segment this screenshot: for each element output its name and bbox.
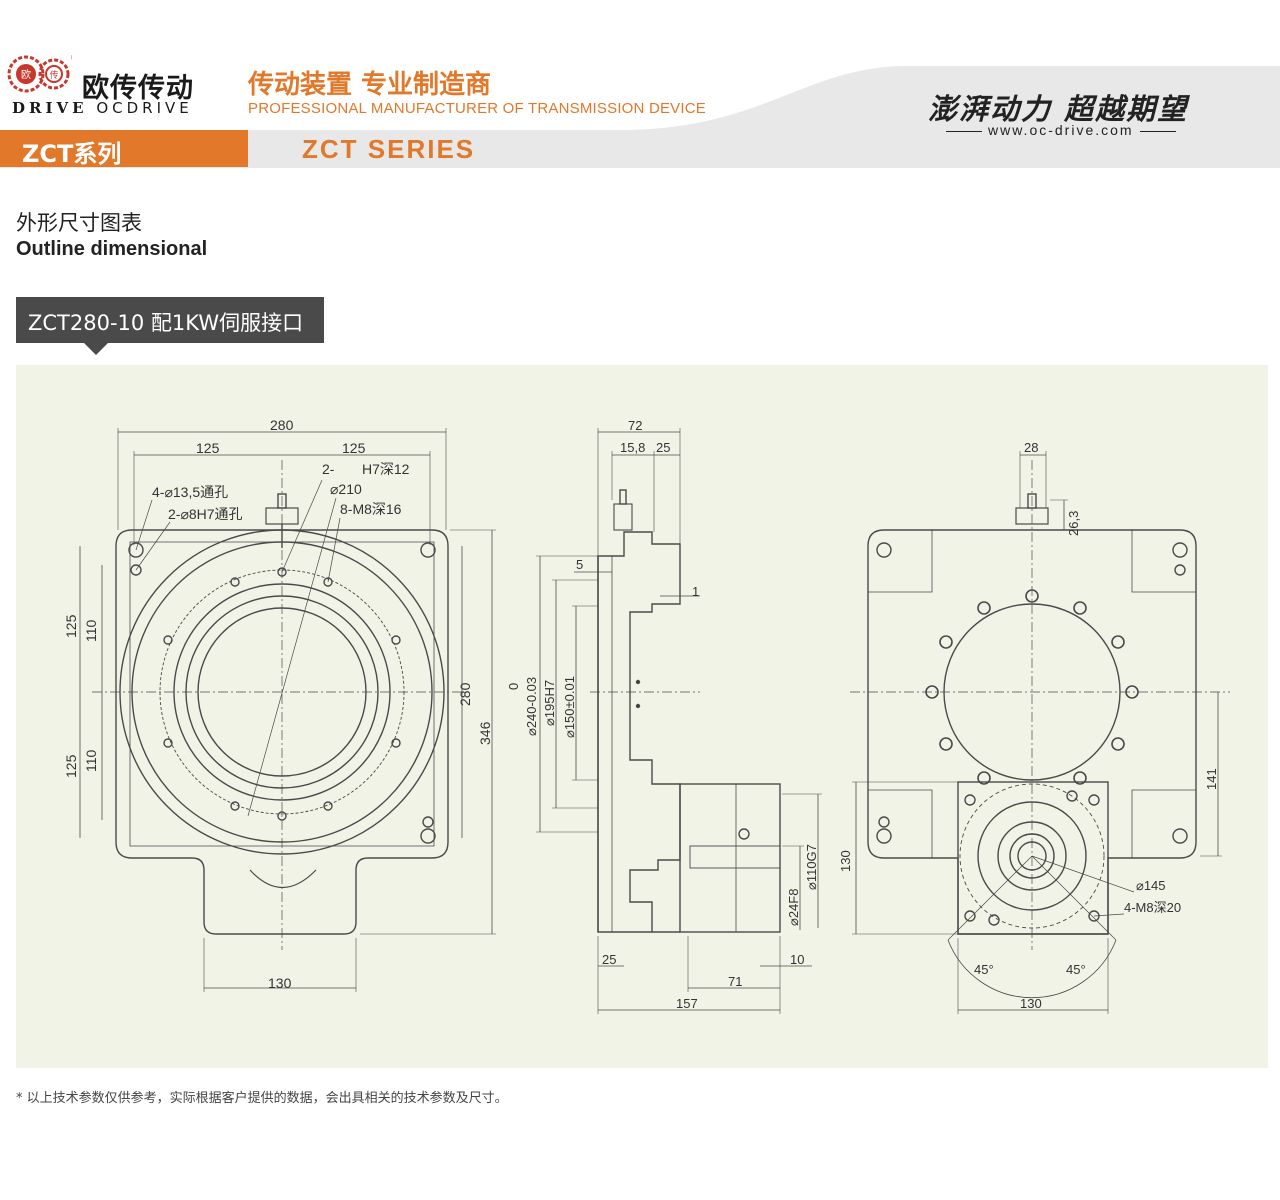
side-view xyxy=(536,428,822,1014)
dim-height-280: 280 xyxy=(457,682,473,706)
dim-left-upper: 125 xyxy=(63,614,79,638)
dim-back-bottom-130: 130 xyxy=(1020,996,1042,1011)
outline-drawing: 280 125 125 4-⌀13,5通孔 2-⌀8H7通孔 2- H7深12 … xyxy=(16,365,1268,1068)
tagline-en: PROFESSIONAL MANUFACTURER OF TRANSMISSIO… xyxy=(248,100,706,117)
dim-side-bottom-25: 25 xyxy=(602,952,616,967)
logo-char-2: 传 xyxy=(49,69,58,81)
dim-front-half-right: 125 xyxy=(342,440,366,456)
dim-side-zero: 0 xyxy=(506,683,521,690)
website-url: www.oc-drive.com xyxy=(940,122,1182,138)
back-view xyxy=(850,451,1230,1014)
dim-side-dia-110: ⌀110G7 xyxy=(804,844,819,890)
series-cn-box xyxy=(0,130,248,167)
section-title-en: Outline dimensional xyxy=(16,238,208,260)
dim-back-130-left: 130 xyxy=(838,850,853,872)
dim-front-bottom: 130 xyxy=(268,975,292,991)
tagline-cn: 传动装置 专业制造商 xyxy=(248,70,492,100)
dim-back-26-3: 26,3 xyxy=(1066,511,1081,536)
front-view xyxy=(79,428,496,992)
front-view-labels: 280 125 125 4-⌀13,5通孔 2-⌀8H7通孔 2- H7深12 … xyxy=(63,417,493,991)
dim-left-lower-inner: 110 xyxy=(83,749,99,772)
dim-back-141: 141 xyxy=(1204,768,1219,790)
dim-front-half-left: 125 xyxy=(196,440,220,456)
dim-back-28: 28 xyxy=(1024,440,1038,455)
label-h7-depth: H7深12 xyxy=(362,461,410,477)
section-title-cn: 外形尺寸图表 xyxy=(16,211,142,235)
dim-side-1: 1 xyxy=(692,584,699,599)
label-thru-holes: 4-⌀13,5通孔 xyxy=(152,484,228,500)
label-tapped-holes: 8-M8深16 xyxy=(340,501,402,517)
series-label-cn: ZCT系列 xyxy=(22,140,122,168)
brand-name-en: DRIVE OCDRIVE xyxy=(12,99,193,117)
brand-name-cn: 欧传传动 xyxy=(82,73,194,104)
model-tab xyxy=(16,297,324,343)
dim-left-lower: 125 xyxy=(63,754,79,778)
dim-side-dia-195: ⌀195H7 xyxy=(542,680,557,726)
page-header: 欧 传 ® 欧传传动 DRIVE OCDRIVE 传动装置 专业制造商 PROF… xyxy=(0,0,1280,170)
dim-side-15-8: 15,8 xyxy=(620,440,645,455)
back-view-labels: 28 26,3 141 130 ⌀145 4-M8深20 45° 45° 130 xyxy=(838,440,1219,1011)
dim-side-dia-240: ⌀240-0.03 xyxy=(524,677,539,736)
footnote: * 以上技术参数仅供参考，实际根据客户提供的数据，会出具相关的技术参数及尺寸。 xyxy=(16,1091,508,1106)
dim-left-upper-inner: 110 xyxy=(83,619,99,642)
company-logo: 欧 传 ® xyxy=(7,54,72,93)
drawing-svg: 280 125 125 4-⌀13,5通孔 2-⌀8H7通孔 2- H7深12 … xyxy=(63,417,1230,1014)
angle-back-right: 45° xyxy=(1066,962,1086,977)
dim-height-346: 346 xyxy=(477,721,493,745)
dim-side-25: 25 xyxy=(656,440,670,455)
model-tab-pointer xyxy=(84,343,108,355)
side-view-labels: 72 15,8 25 5 1 0 ⌀240-0.03 ⌀195H7 ⌀150±0… xyxy=(506,418,819,1011)
svg-text:®: ® xyxy=(70,54,72,62)
dim-side-5: 5 xyxy=(576,557,583,572)
model-label: ZCT280-10 配1KW伺服接口 xyxy=(28,311,304,335)
series-label-en: ZCT SERIES xyxy=(302,134,476,164)
dim-side-dia-150: ⌀150±0.01 xyxy=(562,676,577,738)
brand-name-latin: OCDRIVE xyxy=(96,99,193,117)
logo-char-1: 欧 xyxy=(21,69,31,81)
dim-back-dia-145: ⌀145 xyxy=(1136,878,1166,893)
brand-prefix: DRIVE xyxy=(12,99,88,117)
dim-side-bottom-157: 157 xyxy=(676,996,698,1011)
dim-side-bottom-10: 10 xyxy=(790,952,804,967)
angle-back-left: 45° xyxy=(974,962,994,977)
dim-side-dia-24: ⌀24F8 xyxy=(786,889,801,926)
dim-side-72: 72 xyxy=(628,418,642,433)
label-pcd: ⌀210 xyxy=(330,481,362,497)
label-back-tapped: 4-M8深20 xyxy=(1124,900,1181,915)
slogan: 澎湃动力 超越期望 xyxy=(928,92,1189,126)
label-pin-holes: 2-⌀8H7通孔 xyxy=(168,506,243,522)
dim-front-width: 280 xyxy=(270,417,294,433)
dim-side-bottom-71: 71 xyxy=(728,974,742,989)
label-h7-count: 2- xyxy=(322,461,335,477)
